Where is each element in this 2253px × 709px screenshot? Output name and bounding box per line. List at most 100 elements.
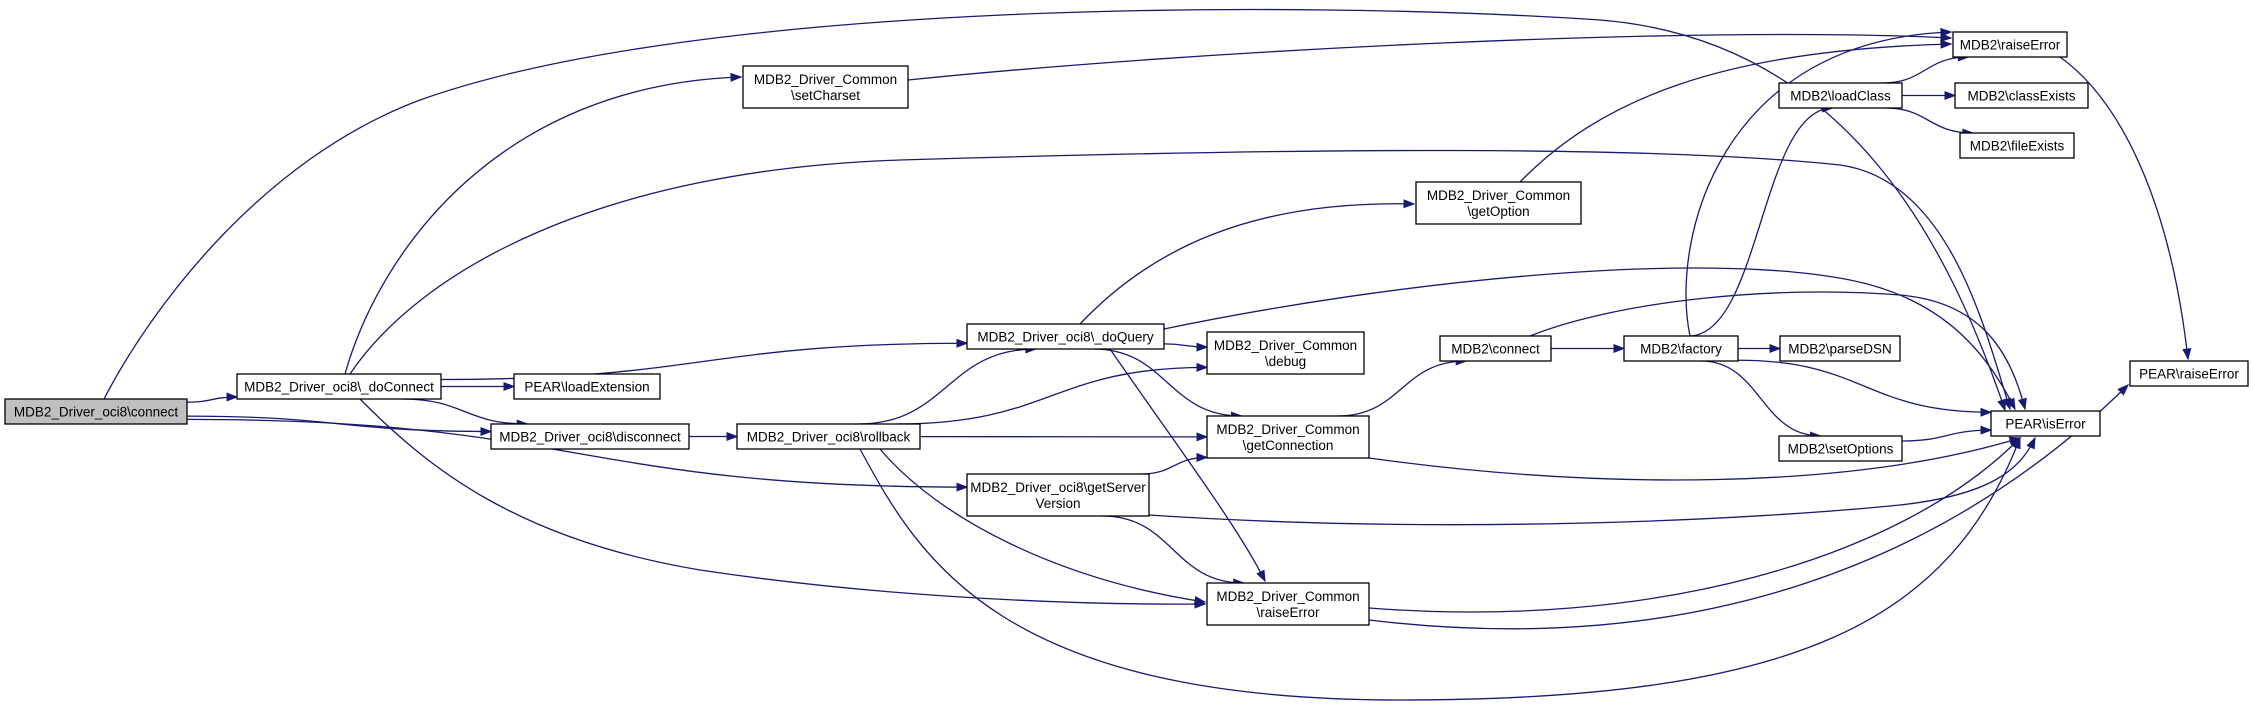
edge-line [2059, 56, 2189, 360]
node-box [513, 373, 661, 400]
node-label: MDB2_Driver_oci8\disconnect [499, 430, 681, 445]
node-mdb2Connect[interactable]: MDB2\connect [1439, 335, 1552, 362]
edge-setOptions-to-isError [1901, 425, 1993, 442]
edge-doQuery-to-commonRaiseError [1109, 348, 1266, 583]
node-box [1954, 82, 2089, 109]
node-pearRaiseError[interactable]: PEAR\raiseError [2129, 360, 2249, 387]
node-rollback[interactable]: MDB2_Driver_oci8\rollback [736, 423, 921, 450]
edge-line [344, 76, 742, 375]
node-classExists[interactable]: MDB2\classExists [1954, 82, 2089, 109]
edge-arrowhead [1193, 595, 1207, 605]
edge-factory-to-mdb2RaiseError [1685, 27, 1953, 337]
node-setCharset[interactable]: MDB2_Driver_Common\setCharset [742, 65, 909, 109]
edge-line [401, 398, 528, 425]
edge-arrowhead [1196, 342, 1209, 352]
node-label: PEAR\raiseError [2139, 367, 2239, 382]
edge-arrowhead [503, 381, 516, 392]
nodes-layer: MDB2_Driver_oci8\connectMDB2_Driver_oci8… [4, 31, 2249, 626]
node-label: \setCharset [791, 88, 860, 103]
edge-line [1109, 348, 1266, 582]
node-loadExtension[interactable]: PEAR\loadExtension [513, 373, 661, 400]
node-box [1206, 582, 1370, 626]
node-box [1778, 82, 1903, 109]
node-label: PEAR\loadExtension [524, 380, 649, 395]
edge-commonRaiseError-to-isError [1368, 436, 2021, 613]
node-box [2129, 360, 2249, 387]
node-factory[interactable]: MDB2\factory [1623, 335, 1739, 362]
node-getOption[interactable]: MDB2_Driver_Common\getOption [1415, 181, 1582, 225]
node-label: MDB2_Driver_Common [1216, 422, 1359, 437]
edge-getOption-to-mdb2RaiseError [1519, 39, 1953, 183]
edge-doQuery-to-isError [1163, 267, 2016, 411]
node-label: \debug [1265, 354, 1306, 369]
edge-rollback-to-commonRaiseError [879, 448, 1207, 605]
edge-line [1368, 384, 2129, 630]
node-isError[interactable]: PEAR\isError [1990, 410, 2101, 437]
node-box [1959, 132, 2075, 159]
node-label: MDB2\loadClass [1790, 89, 1891, 104]
edge-line [1688, 107, 1833, 337]
node-label: Version [1035, 496, 1080, 511]
node-doQuery[interactable]: MDB2_Driver_oci8\_doQuery [966, 323, 1165, 350]
edge-factory-to-isError [1737, 359, 1993, 417]
node-box [736, 423, 921, 450]
node-box [966, 323, 1165, 350]
node-disconnect[interactable]: MDB2_Driver_oci8\disconnect [490, 423, 690, 450]
edge-arrowhead [2182, 348, 2192, 361]
node-box [1206, 331, 1365, 375]
edges-layer [103, 8, 2192, 701]
node-setOptions[interactable]: MDB2\setOptions [1778, 435, 1903, 462]
edge-arrowhead [1196, 362, 1209, 372]
node-label: MDB2\parseDSN [1788, 342, 1892, 357]
edge-line [349, 149, 2011, 410]
edge-rollback-to-doQuery [858, 344, 1038, 425]
edge-doConnect-to-isError [349, 149, 2012, 411]
edge-doQuery-to-getOption [1079, 199, 1416, 325]
node-mdb2RaiseError[interactable]: MDB2\raiseError [1952, 31, 2068, 58]
node-label: \getOption [1467, 204, 1529, 219]
edge-loadClass-to-classExists [1902, 90, 1957, 101]
edge-arrowhead [480, 426, 493, 437]
edge-line [1685, 31, 1952, 337]
node-commonRaiseError[interactable]: MDB2_Driver_Common\raiseError [1206, 582, 1370, 626]
node-fileExists[interactable]: MDB2\fileExists [1959, 132, 2075, 159]
edge-disconnect-to-rollback [689, 431, 739, 442]
edge-line [359, 398, 1206, 605]
node-box [236, 373, 442, 400]
edge-arrowhead [1980, 425, 1993, 435]
node-label: MDB2_Driver_oci8\rollback [747, 430, 911, 445]
edge-line [1148, 437, 2036, 526]
edge-doConnect-to-loadExtension [441, 381, 516, 392]
edge-arrowhead [2018, 397, 2027, 411]
node-label: MDB2_Driver_Common [1214, 338, 1357, 353]
edge-arrowhead [1940, 39, 1953, 49]
node-connect[interactable]: MDB2_Driver_oci8\connect [4, 398, 188, 425]
edge-arrowhead [1196, 452, 1209, 462]
node-label: MDB2_Driver_Common [754, 72, 897, 87]
node-getConnection[interactable]: MDB2_Driver_Common\getConnection [1206, 415, 1370, 459]
edge-arrowhead [1980, 407, 1993, 417]
node-box [742, 65, 909, 109]
edge-arrowhead [1997, 398, 2006, 412]
node-doConnect[interactable]: MDB2_Driver_oci8\_doConnect [236, 373, 442, 400]
edge-line [1079, 203, 1415, 325]
edge-arrowhead [226, 392, 239, 402]
edge-line [186, 418, 968, 488]
edge-factory-to-parseDSN [1737, 343, 1782, 354]
edge-getConnection-to-isError [1368, 436, 2022, 481]
edge-getServerVersion-to-commonRaiseError [1102, 515, 1246, 588]
node-parseDSN[interactable]: MDB2\parseDSN [1779, 335, 1901, 362]
node-label: MDB2_Driver_Common [1216, 589, 1359, 604]
edge-arrowhead [1403, 199, 1416, 209]
node-debug[interactable]: MDB2_Driver_Common\debug [1206, 331, 1365, 375]
node-box [490, 423, 690, 450]
node-box [1623, 335, 1739, 362]
edge-line [1882, 56, 1969, 84]
edge-line [1519, 43, 1952, 183]
node-loadClass[interactable]: MDB2\loadClass [1778, 82, 1903, 109]
node-label: MDB2\connect [1451, 342, 1540, 357]
edge-arrowhead [1769, 343, 1782, 354]
node-label: MDB2_Driver_oci8\getServer [970, 480, 1146, 495]
